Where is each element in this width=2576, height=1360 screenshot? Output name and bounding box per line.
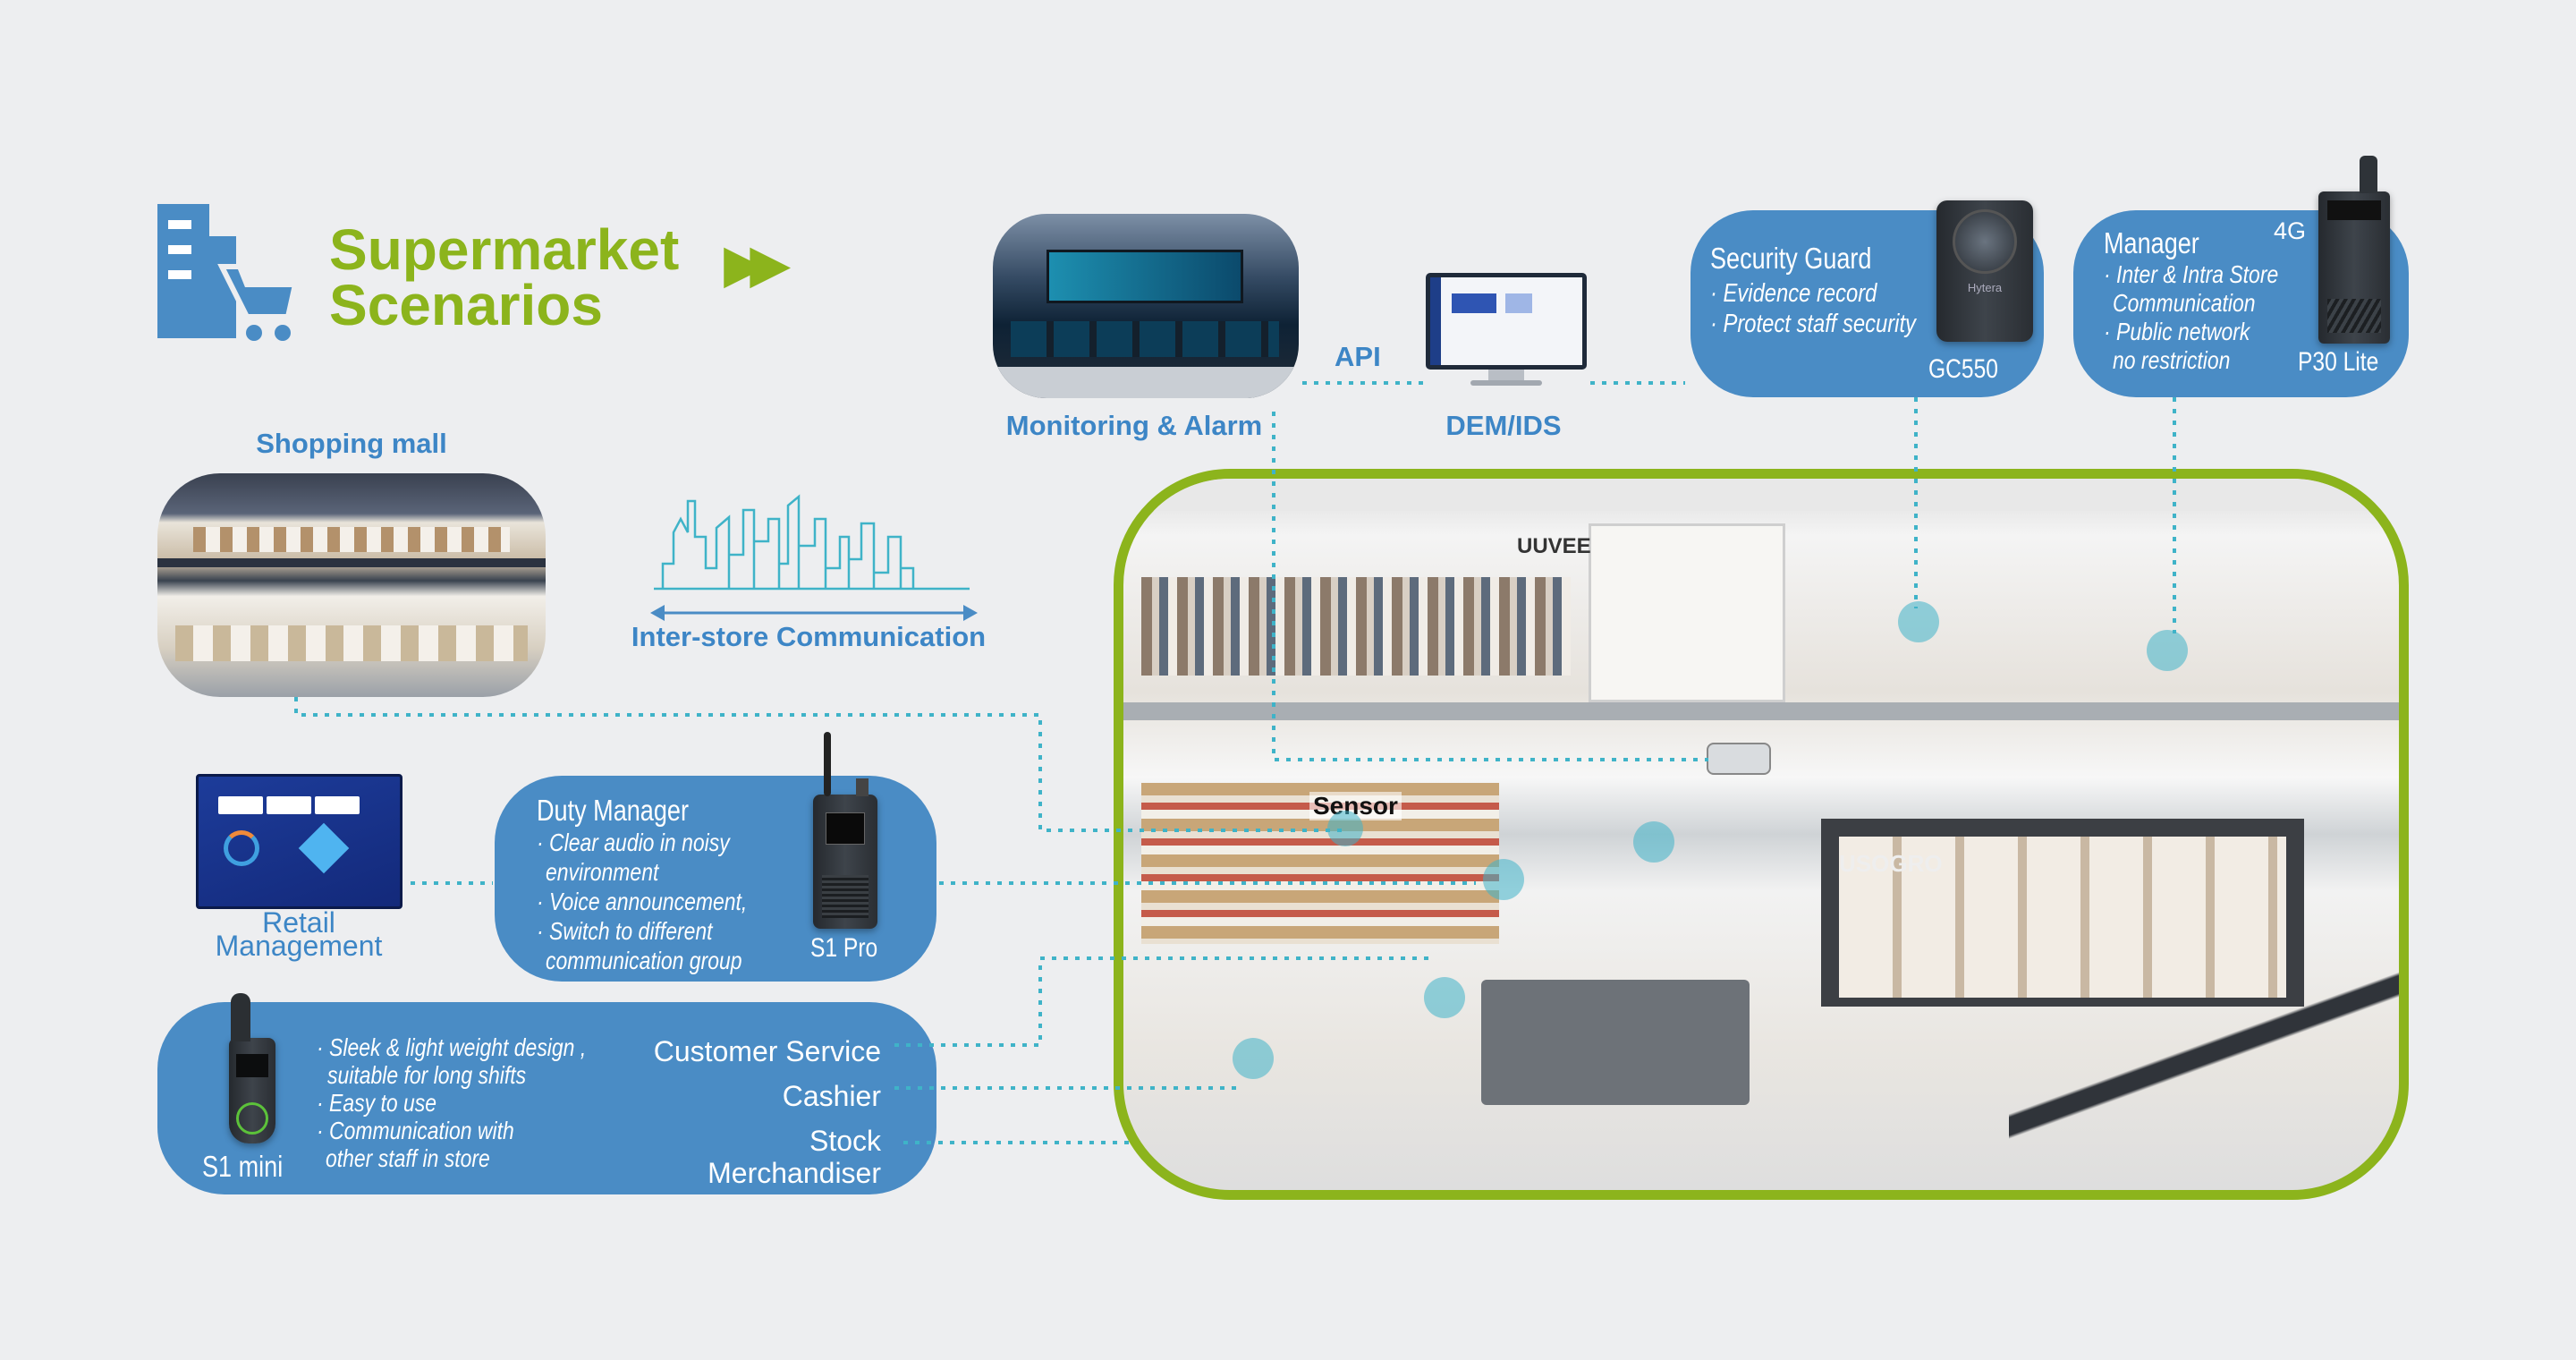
s1mini-bullet: Sleek & light weight design , xyxy=(329,1033,587,1061)
supermarket-scene-photo: USOGRO UUVEE Sensor xyxy=(1114,469,2409,1200)
s1mini-bullet: Easy to use xyxy=(329,1089,437,1117)
monitoring-center-image xyxy=(993,214,1299,398)
staff-marker xyxy=(1483,859,1524,900)
s1mini-bullet: suitable for long shifts xyxy=(327,1061,527,1089)
manager-bullet: Communication xyxy=(2113,289,2256,317)
title-line-2: Scenarios xyxy=(329,273,603,337)
s1mini-bullet: other staff in store xyxy=(326,1144,490,1172)
retail-management-screen xyxy=(196,774,402,909)
dem-ids-label: DEM/IDS xyxy=(1445,410,1562,441)
s1-mini-radio-image xyxy=(229,993,275,1143)
security-bullet: Protect staff security xyxy=(1723,310,1916,338)
p30-lite-radio-image xyxy=(2318,156,2390,344)
gc550-label: GC550 xyxy=(1928,354,1998,384)
manager-title: Manager xyxy=(2104,226,2199,259)
monitoring-alarm-label: Monitoring & Alarm xyxy=(1005,410,1263,441)
manager-bullet: Inter & Intra Store xyxy=(2116,260,2279,288)
camera-icon xyxy=(1707,743,1771,775)
security-bullet: Evidence record xyxy=(1723,279,1877,308)
role-merchandiser: Merchandiser xyxy=(708,1157,881,1189)
inter-store-label: Inter-store Communication xyxy=(631,621,987,652)
staff-marker xyxy=(1233,1038,1274,1079)
double-chevron-icon: ▶▶ xyxy=(724,235,789,292)
security-guard-card: Security Guard · Evidence record · Prote… xyxy=(1690,210,2044,397)
city-skyline-icon xyxy=(654,483,970,599)
s1mini-bullet: Communication with xyxy=(329,1117,514,1144)
double-arrow-icon xyxy=(648,599,979,626)
shopping-mall-label: Shopping mall xyxy=(256,428,447,459)
role-stock: Stock xyxy=(809,1125,881,1157)
duty-bullet: Voice announcement, xyxy=(549,888,748,915)
device-brand: Hytera xyxy=(1967,281,2003,294)
retail-line-2: Management xyxy=(215,930,383,962)
manager-bullet: no restriction xyxy=(2113,346,2231,374)
title-line-1: Supermarket xyxy=(329,217,680,282)
s1-pro-label: S1 Pro xyxy=(810,933,878,963)
s1-pro-radio-image xyxy=(813,732,877,929)
store-sign: USOGRO xyxy=(1839,850,1943,877)
gc550-bodycam-image: Hytera xyxy=(1936,200,2033,342)
staff-marker xyxy=(1424,977,1465,1018)
shopping-mall-image xyxy=(157,473,546,697)
s1-mini-label: S1 mini xyxy=(202,1150,284,1183)
role-customer-service: Customer Service xyxy=(653,1035,881,1067)
staff-marker xyxy=(1633,821,1674,863)
4g-badge: 4G xyxy=(2274,217,2307,244)
sensor-marker xyxy=(1327,811,1363,846)
retail-line-1: Retail xyxy=(262,906,335,939)
p30-lite-label: P30 Lite xyxy=(2297,347,2379,377)
store-sign: UUVEE xyxy=(1517,534,1591,558)
s1-mini-card: S1 mini · Sleek & light weight design , … xyxy=(157,1002,936,1194)
duty-manager-title: Duty Manager xyxy=(537,794,689,827)
security-guard-title: Security Guard xyxy=(1710,242,1872,275)
duty-bullet: communication group xyxy=(546,947,742,974)
supermarket-icon xyxy=(157,204,301,344)
duty-bullet: environment xyxy=(546,858,659,886)
api-label: API xyxy=(1335,341,1381,372)
manager-bullet: Public network xyxy=(2116,318,2250,345)
retail-management-label: Retail Management xyxy=(215,906,383,962)
duty-bullet: Clear audio in noisy xyxy=(549,829,730,856)
duty-bullet: Switch to different xyxy=(549,917,713,945)
dem-monitor-image xyxy=(1426,273,1587,389)
staff-marker xyxy=(2147,630,2188,671)
role-cashier: Cashier xyxy=(782,1080,881,1112)
page-title: Supermarket Scenarios xyxy=(329,217,680,337)
staff-marker xyxy=(1898,601,1939,642)
